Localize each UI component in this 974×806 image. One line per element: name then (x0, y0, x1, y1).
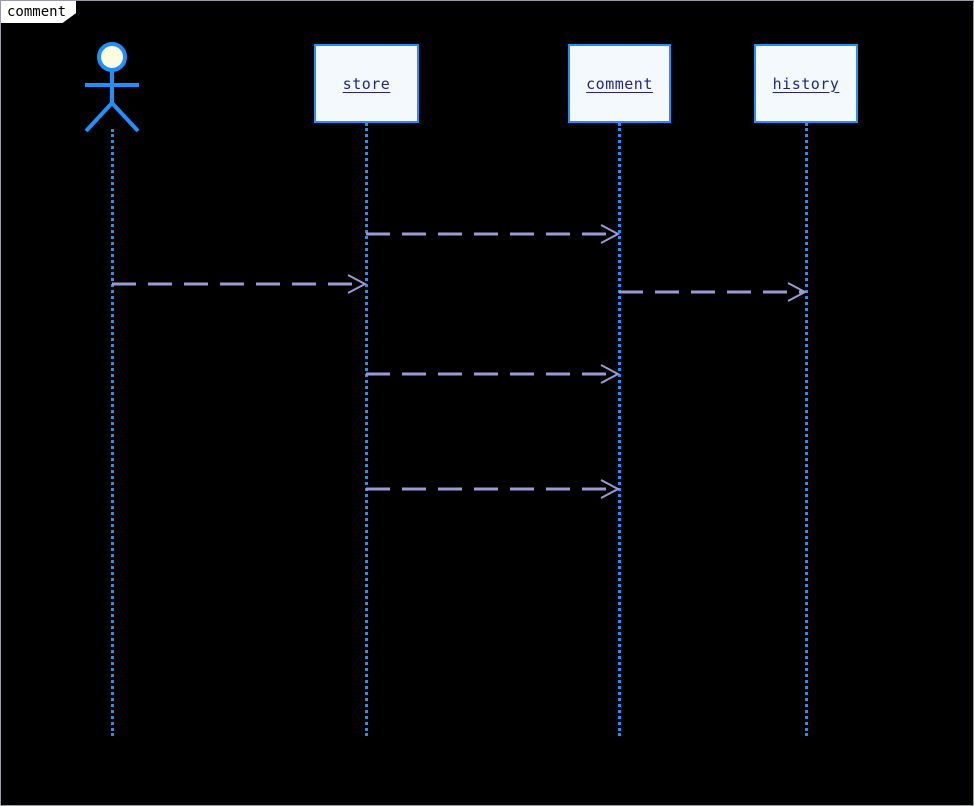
participant-box-comment[interactable]: comment (568, 44, 671, 123)
participant-box-store[interactable]: store (314, 44, 419, 123)
message-store-to-comment-2[interactable] (366, 364, 621, 384)
comment-lifeline (618, 123, 621, 736)
participant-label-comment: comment (586, 74, 653, 93)
diagram-title-tab: comment (1, 1, 77, 23)
participant-label-history: history (772, 74, 840, 93)
participant-box-history[interactable]: history (754, 44, 858, 123)
message-comment-to-history[interactable] (619, 282, 808, 302)
history-lifeline (805, 123, 808, 736)
actor-icon (84, 42, 140, 133)
message-actor-to-store[interactable] (112, 274, 368, 294)
arrowhead-icon (347, 274, 368, 294)
message-store-to-comment-1[interactable] (366, 224, 621, 244)
arrowhead-icon (787, 282, 808, 302)
participant-label-store: store (342, 74, 391, 93)
arrowhead-icon (600, 479, 621, 499)
actor-figure[interactable] (78, 41, 146, 133)
arrowhead-icon (600, 224, 621, 244)
actor-lifeline (111, 129, 114, 736)
message-store-to-comment-3[interactable] (366, 479, 621, 499)
store-lifeline (365, 123, 368, 736)
arrowhead-icon (600, 364, 621, 384)
